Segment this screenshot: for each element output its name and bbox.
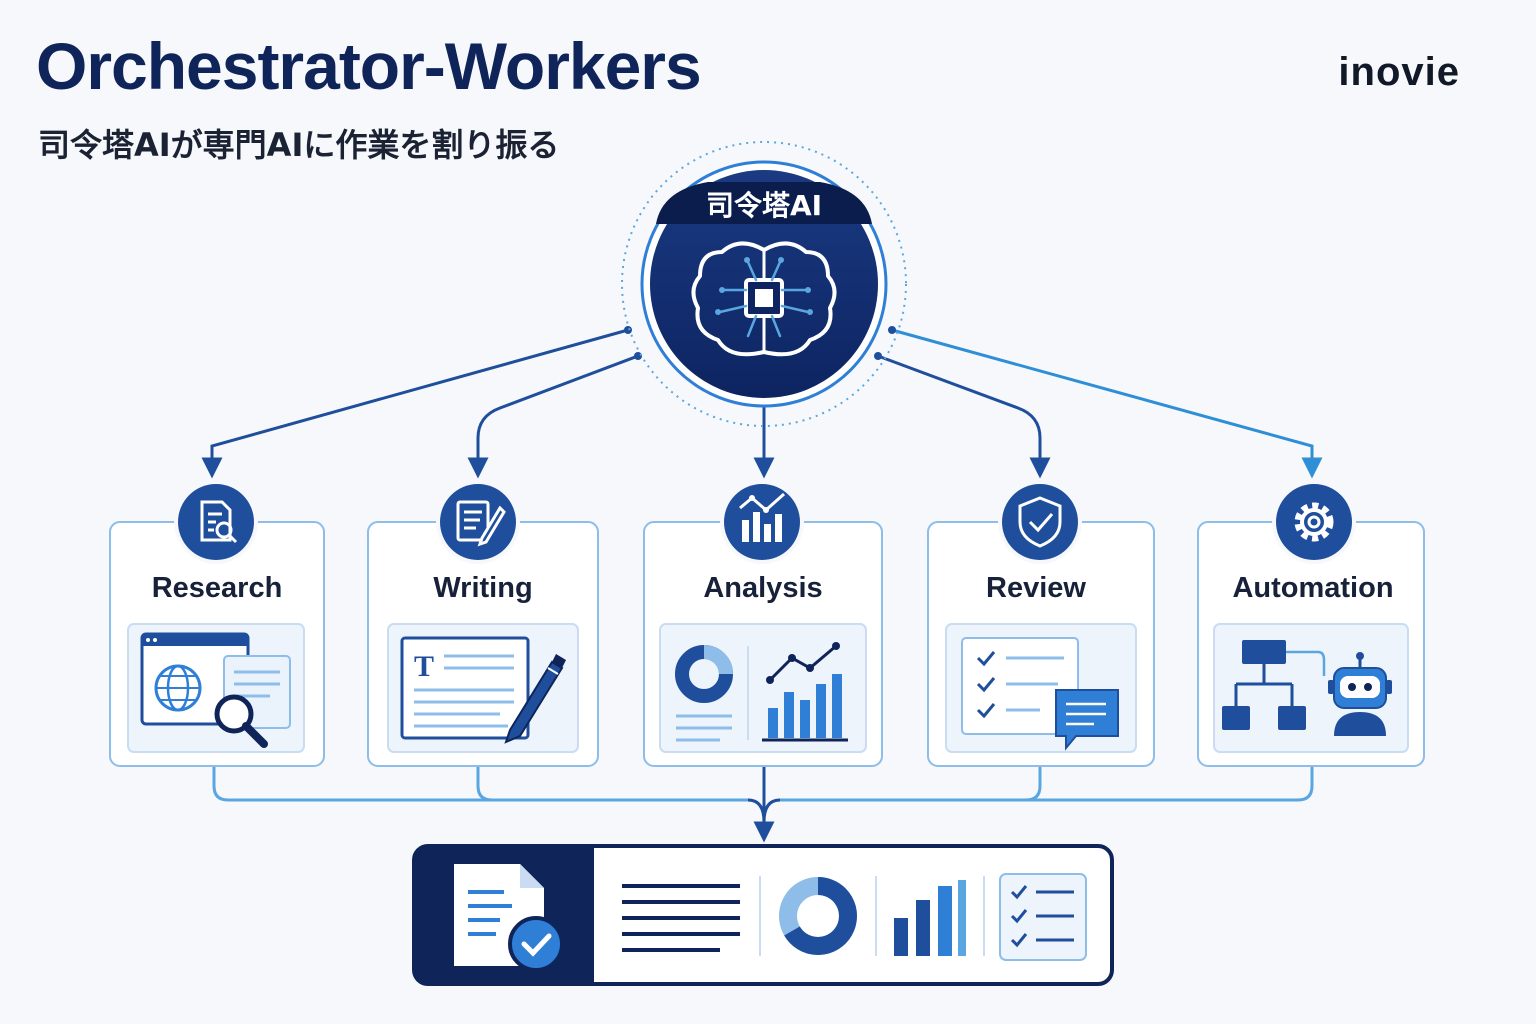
connectors-merge <box>212 766 1314 843</box>
gear-icon <box>1294 502 1334 542</box>
checklist-comment-illustration <box>961 637 1119 751</box>
connector-research <box>201 328 629 479</box>
worker-card-automation <box>1197 480 1425 767</box>
worker-card-writing: T <box>367 480 599 767</box>
worker-card-analysis <box>643 480 883 767</box>
text-editor-pen-illustration: T <box>400 636 566 744</box>
worker-label-analysis: Analysis <box>703 572 823 604</box>
worker-label-research: Research <box>151 572 283 604</box>
donut-chart-icon <box>779 877 857 955</box>
connector-writing <box>467 354 639 479</box>
brain-chip-icon <box>691 241 837 357</box>
document-search-icon <box>200 500 238 544</box>
page-title: Orchestrator-Workers <box>36 29 702 103</box>
bar-chart-icon <box>894 880 966 956</box>
web-search-illustration <box>140 632 291 748</box>
svg-text:T: T <box>414 650 434 683</box>
worker-card-review <box>927 480 1155 767</box>
output-result-bar <box>412 844 1114 986</box>
worker-label-review: Review <box>986 572 1086 604</box>
text-lines-icon <box>622 884 740 952</box>
orchestrator-label: 司令塔AI <box>705 189 823 222</box>
worker-card-research <box>109 480 325 767</box>
bar-chart-trend-icon <box>739 492 785 542</box>
page-subtitle: 司令塔AIが専門AIに作業を割り振る <box>38 126 560 164</box>
orchestrator-hub <box>621 141 907 427</box>
connector-automation <box>891 328 1323 479</box>
connectors-out <box>201 326 1323 479</box>
charts-illustration <box>675 642 848 742</box>
worker-label-automation: Automation <box>1232 572 1394 604</box>
shield-check-icon <box>1018 496 1062 548</box>
connector-review <box>877 354 1051 479</box>
checked-document-icon <box>454 864 564 972</box>
worker-label-writing: Writing <box>433 572 533 604</box>
document-pen-icon <box>456 500 506 547</box>
workflow-robot-illustration <box>1222 640 1392 736</box>
checklist-icon <box>999 873 1087 961</box>
brand-logo: inovie <box>1338 50 1460 94</box>
